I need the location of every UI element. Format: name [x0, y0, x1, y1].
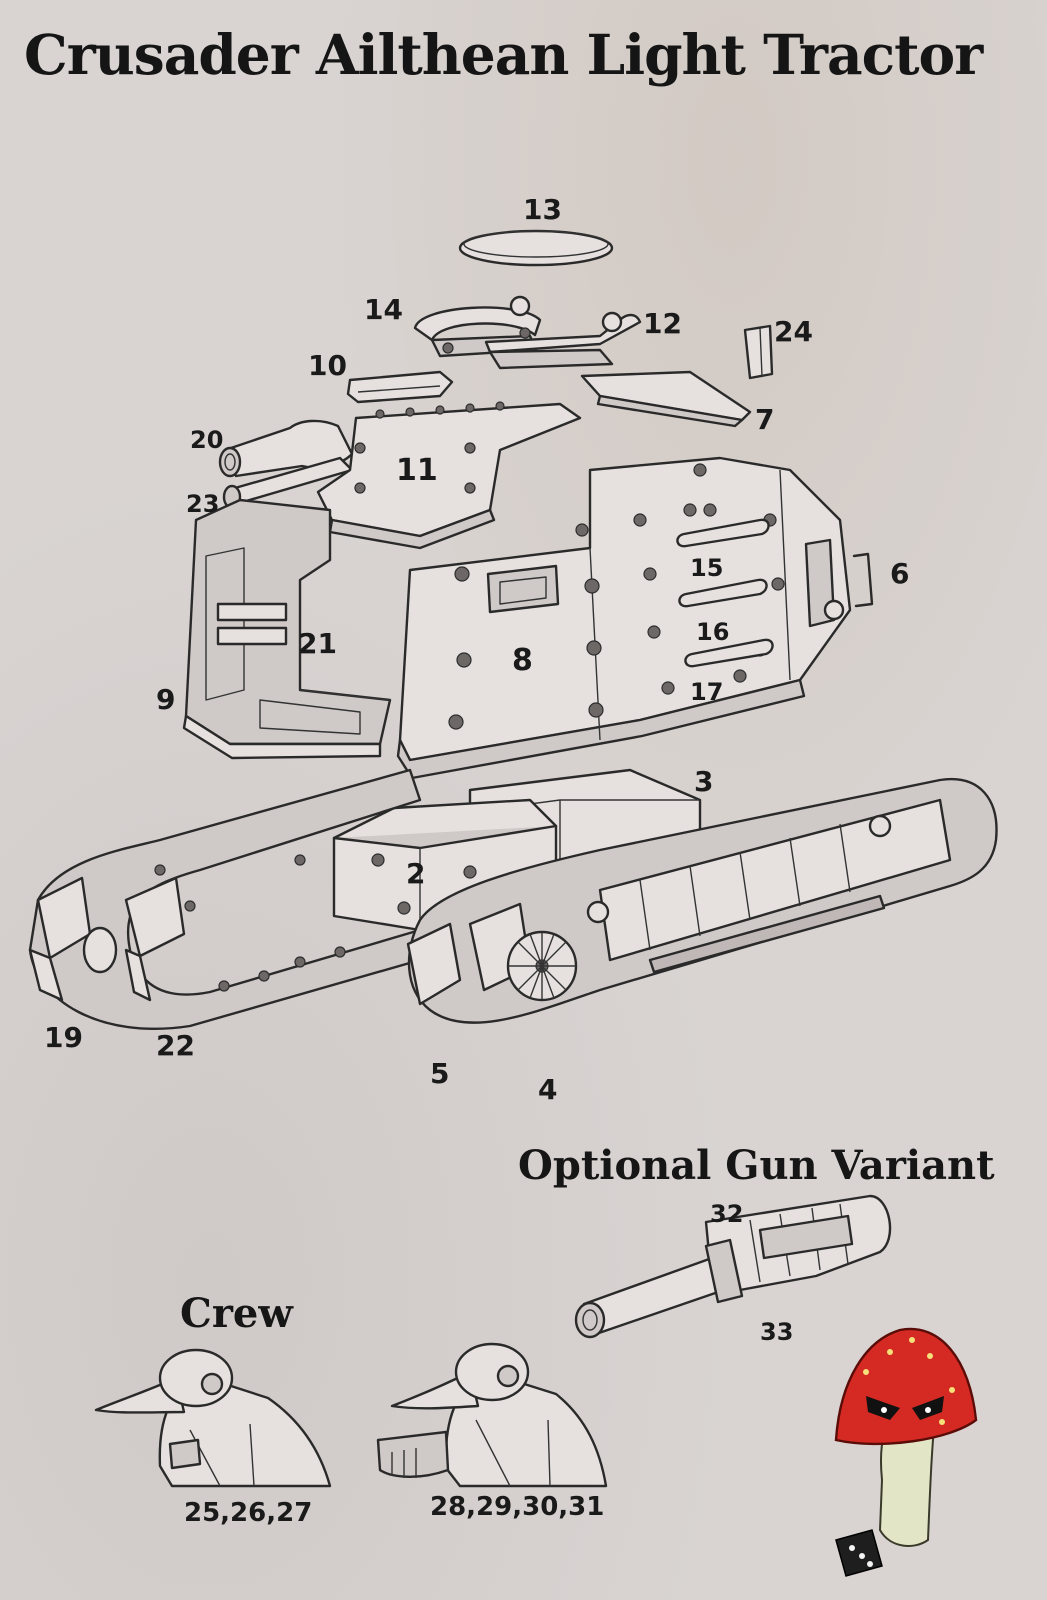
- part-15-grab-rail: [676, 518, 770, 548]
- callout-15: 15: [690, 554, 724, 582]
- part-24-block: [743, 324, 774, 380]
- callout-14: 14: [364, 293, 403, 326]
- callout-32: 32: [710, 1200, 744, 1228]
- part-33-gun-barrel: [574, 1238, 744, 1339]
- crew-a-part-numbers: 25,26,27: [184, 1498, 313, 1528]
- mushroom-mascot-logo: [834, 1327, 978, 1577]
- callout-4: 4: [538, 1073, 558, 1106]
- callout-23: 23: [186, 490, 220, 518]
- part-11-top-deck: [316, 401, 582, 550]
- callout-6: 6: [890, 557, 910, 590]
- callout-17: 17: [690, 678, 724, 706]
- part-10-bracket: [346, 370, 454, 404]
- part-9-rear-hull: [182, 498, 392, 760]
- part-6-handle: [852, 552, 874, 608]
- crew-figure-b: [376, 1342, 608, 1488]
- part-21-hinges: [216, 602, 288, 646]
- callout-9: 9: [156, 683, 176, 716]
- callout-10: 10: [308, 349, 347, 382]
- callout-24: 24: [774, 315, 813, 348]
- callout-7: 7: [755, 403, 775, 436]
- part-12-ring-mount: [484, 311, 642, 370]
- die-icon: [835, 1529, 883, 1577]
- callout-19: 19: [44, 1021, 83, 1054]
- part-32-gun-breech: [704, 1194, 892, 1292]
- crew-figure-a: [94, 1348, 332, 1488]
- callout-22: 22: [156, 1029, 195, 1062]
- callout-11: 11: [396, 453, 438, 488]
- callout-12: 12: [643, 307, 682, 340]
- part-16-grab-rail: [678, 578, 768, 608]
- crew-b-part-numbers: 28,29,30,31: [430, 1492, 605, 1522]
- callout-33: 33: [760, 1318, 794, 1346]
- part-14-ring-mount: [413, 295, 542, 358]
- crew-heading: Crew: [180, 1290, 293, 1337]
- part-22-left-track-link: [124, 854, 346, 1002]
- optional-gun-heading: Optional Gun Variant: [518, 1142, 995, 1189]
- callout-5: 5: [430, 1057, 450, 1090]
- callout-8: 8: [512, 643, 533, 678]
- callout-20: 20: [190, 426, 224, 454]
- callout-3: 3: [694, 765, 714, 798]
- page-title: Crusader Ailthean Light Tractor: [24, 22, 983, 87]
- part-17-grab-rail: [684, 638, 774, 668]
- callout-21: 21: [298, 627, 337, 660]
- callout-13: 13: [523, 193, 562, 226]
- part-5-drive-wheel: [406, 902, 578, 1006]
- callout-16: 16: [696, 618, 730, 646]
- part-13-hatch-disc: [458, 229, 614, 267]
- callout-2: 2: [406, 857, 426, 890]
- part-7-wedge-plate: [580, 370, 752, 428]
